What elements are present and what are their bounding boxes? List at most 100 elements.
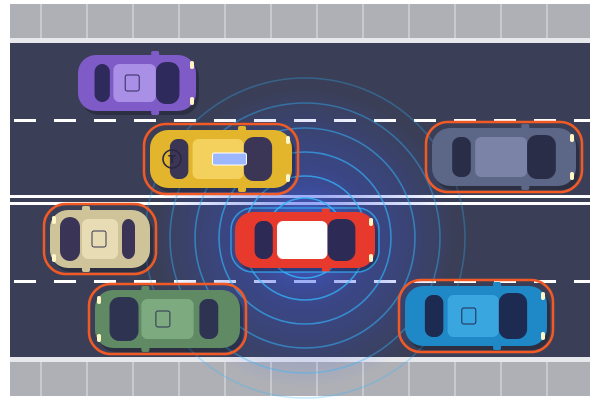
sidewalk-joint — [454, 4, 456, 38]
headlight — [52, 254, 56, 262]
taxi-roof-sign — [211, 152, 247, 166]
side-mirror — [82, 266, 90, 272]
side-mirror — [321, 208, 330, 214]
front-windshield — [60, 217, 80, 261]
sidewalk-joint — [132, 4, 134, 38]
headlight — [286, 136, 290, 144]
side-mirror — [521, 184, 530, 190]
side-mirror — [521, 124, 530, 130]
lane-dash — [534, 280, 556, 283]
lidar-sensor-icon — [285, 231, 312, 249]
sidewalk-joint — [362, 362, 364, 396]
lane-dash — [534, 119, 556, 122]
headlight — [369, 218, 373, 226]
green-suv — [87, 282, 248, 356]
lane-dash — [14, 280, 36, 283]
lane-dash — [94, 280, 116, 283]
purple-car — [78, 51, 199, 115]
front-windshield — [243, 137, 273, 181]
rear-windshield — [254, 221, 273, 259]
headlight — [190, 97, 194, 105]
lane-dash — [134, 119, 156, 122]
rear-windshield — [199, 299, 219, 339]
headlight — [369, 254, 373, 262]
front-windshield — [498, 293, 528, 339]
headlight — [541, 292, 545, 300]
lane-dash — [54, 119, 76, 122]
autonomous-glow-outline — [230, 207, 380, 273]
front-windshield — [155, 62, 180, 104]
car-roof — [475, 137, 528, 177]
roof-panel — [155, 310, 171, 328]
sensor-detection-outline — [424, 120, 584, 194]
lane-dash — [414, 119, 436, 122]
radar-ring — [194, 127, 416, 349]
sidewalk-joint — [86, 362, 88, 396]
sidewalk-joint — [40, 362, 42, 396]
car-roof — [447, 295, 499, 337]
sidewalk-joint — [316, 4, 318, 38]
side-mirror — [321, 266, 330, 272]
headlight — [97, 296, 101, 304]
sidewalk-joint — [454, 362, 456, 396]
rear-windshield — [122, 219, 135, 259]
lane-dash — [494, 280, 516, 283]
side-mirror — [493, 282, 502, 288]
side-mirror — [141, 346, 150, 352]
side-mirror — [238, 186, 247, 192]
sidewalk-joint — [500, 4, 502, 38]
taxi-logo-letter: T — [168, 153, 176, 166]
side-mirror — [493, 344, 502, 350]
lane-dash — [454, 280, 476, 283]
sidewalk-joint — [40, 4, 42, 38]
sidewalk-joint — [178, 362, 180, 396]
headlight — [541, 332, 545, 340]
lane-dash — [454, 119, 476, 122]
car-roof — [113, 64, 156, 102]
sidewalk-joint — [132, 362, 134, 396]
lane-dash — [174, 119, 196, 122]
headlight — [570, 134, 574, 142]
blue-car — [397, 278, 555, 354]
car-roof — [82, 219, 118, 259]
sensor-detection-outline — [397, 278, 555, 354]
top-sidewalk — [10, 4, 590, 43]
side-mirror — [238, 126, 247, 132]
lane-dash — [574, 280, 596, 283]
sidewalk-joint — [408, 362, 410, 396]
lane-dash — [14, 119, 36, 122]
front-windshield — [109, 297, 139, 341]
sidewalk-joint — [546, 4, 548, 38]
sidewalk-joint — [224, 4, 226, 38]
front-windshield — [527, 135, 556, 179]
rear-windshield — [94, 64, 110, 102]
sidewalk-joint — [546, 362, 548, 396]
radar-ring — [169, 102, 441, 374]
side-mirror — [151, 109, 160, 115]
sidewalk-joint — [224, 362, 226, 396]
lane-dash — [134, 280, 156, 283]
car-roof — [141, 299, 194, 339]
front-windshield — [327, 219, 356, 261]
side-mirror — [141, 286, 150, 292]
sensor-detection-outline — [87, 282, 248, 356]
lane-dash — [54, 280, 76, 283]
top-curb — [10, 38, 590, 43]
radar-ring — [218, 151, 392, 325]
sidewalk-joint — [362, 4, 364, 38]
sidewalk-joint — [408, 4, 410, 38]
roof-panel — [124, 74, 140, 92]
lane-dash — [494, 119, 516, 122]
sidewalk-joint — [86, 4, 88, 38]
headlight — [286, 174, 290, 182]
taxi-logo-icon — [162, 149, 182, 169]
sensor-detection-outline — [142, 122, 300, 196]
grey-car-right — [424, 120, 584, 194]
rear-windshield — [169, 139, 189, 179]
headlight — [52, 216, 56, 224]
lane-dash — [574, 119, 596, 122]
sidewalk-joint — [270, 4, 272, 38]
beige-car — [42, 202, 158, 276]
roof-panel — [91, 230, 107, 248]
